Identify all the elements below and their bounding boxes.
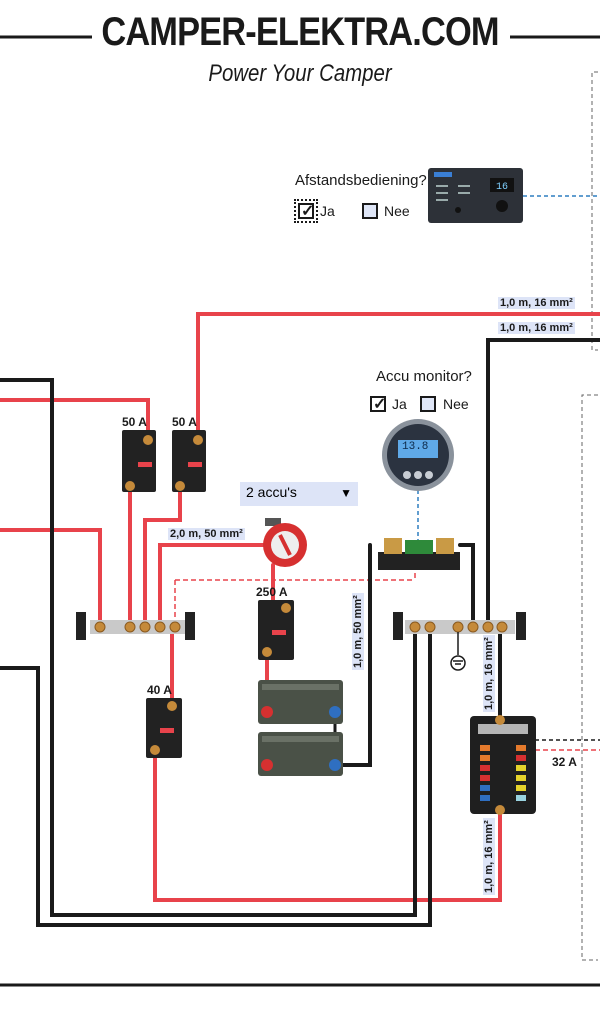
remote-question: Afstandsbediening?: [295, 172, 427, 189]
cable-tag-top-red: 1,0 m, 16 mm²: [498, 297, 575, 309]
site-subtitle: Power Your Camper: [208, 60, 392, 87]
battery-count-select[interactable]: 2 accu's ▼: [240, 482, 358, 506]
monitor-display-value: 13.8: [402, 441, 429, 453]
fuse-label-breaker-1: 50 A: [122, 415, 147, 429]
battery-1: [258, 680, 343, 724]
red-wires: [0, 312, 600, 902]
monitor-yes-label: Ja: [392, 396, 407, 412]
cable-tag-shunt: 1,0 m, 50 mm²: [352, 593, 364, 670]
remote-no-label: Nee: [384, 203, 410, 219]
monitor-yes-checkbox[interactable]: [370, 394, 386, 414]
cable-tag-top-black: 1,0 m, 16 mm²: [498, 322, 575, 334]
cable-tag-fusebox-in: 1,0 m, 16 mm²: [483, 635, 495, 712]
shunt: [378, 538, 460, 570]
remote-yes-checkbox[interactable]: [294, 199, 318, 223]
battery-2: [258, 732, 343, 776]
busbar-studs: [94, 621, 508, 633]
red-wire-switch: [158, 543, 274, 627]
breaker-2: [172, 430, 206, 492]
red-wire-left-1: [0, 398, 150, 432]
svg-text:16: 16: [496, 182, 508, 193]
remote-panel: 16: [428, 168, 523, 223]
breaker-1: [122, 430, 156, 492]
red-wire-top: [196, 312, 600, 432]
panel-border-top: [591, 71, 598, 351]
ground-icon: [450, 632, 466, 671]
battery-count-value: 2 accu's: [246, 484, 297, 500]
fuse-label-breaker-3: 40 A: [147, 683, 172, 697]
red-wire-fusebox: [153, 748, 502, 902]
fuse-box: [470, 715, 536, 815]
monitor-no-label: Nee: [443, 396, 469, 412]
battery-monitor: [382, 419, 454, 491]
fuse-label-breaker-2: 50 A: [172, 415, 197, 429]
breaker-3: [146, 698, 182, 758]
remote-no-checkbox[interactable]: [362, 203, 378, 219]
fuse-label-fusebox-out: 32 A: [552, 755, 577, 769]
breaker-main: [258, 600, 294, 660]
red-wire-breaker2-bus: [143, 488, 182, 627]
chevron-down-icon: ▼: [340, 486, 352, 500]
monitor-no-checkbox[interactable]: [420, 396, 436, 412]
cable-tag-fusebox-out: 1,0 m, 16 mm²: [483, 818, 495, 895]
cable-tag-switch: 2,0 m, 50 mm²: [168, 528, 245, 540]
remote-yes-label: Ja: [320, 203, 335, 219]
panel-border-bottom: [581, 394, 598, 961]
red-wire-left-2: [0, 528, 102, 627]
battery-switch: [263, 518, 307, 567]
site-title: CAMPER-ELEKTRA.COM: [101, 10, 499, 54]
monitor-question: Accu monitor?: [376, 368, 472, 385]
fuse-label-breaker-main: 250 A: [256, 585, 288, 599]
